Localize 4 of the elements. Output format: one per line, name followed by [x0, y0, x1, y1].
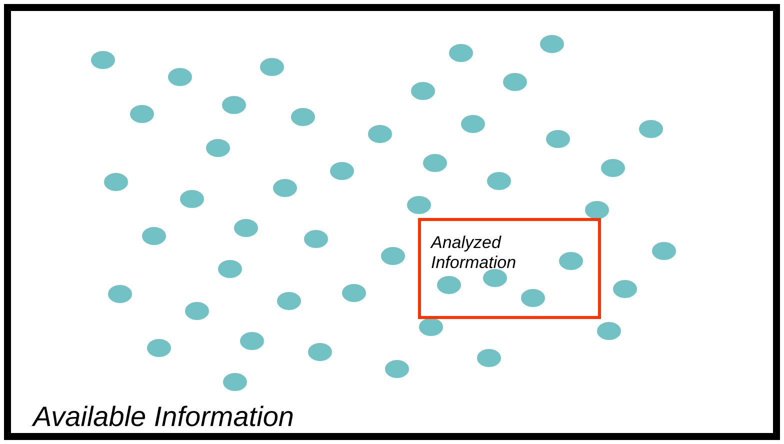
frame-box: [4, 4, 780, 440]
box-title: Analyzed Information: [431, 233, 518, 274]
highlight-box: [418, 218, 601, 319]
box-title: Available Information: [33, 401, 294, 433]
